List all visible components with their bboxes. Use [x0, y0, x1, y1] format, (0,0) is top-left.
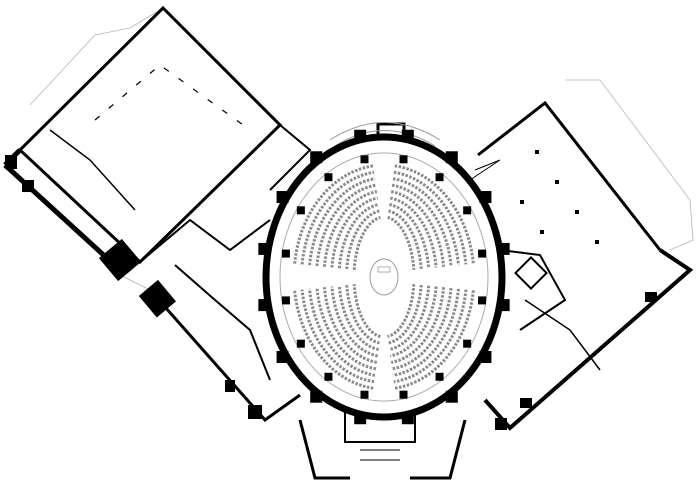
pier [324, 173, 333, 182]
pier [296, 339, 305, 348]
right-wing-columns [495, 150, 657, 430]
seat-row [388, 209, 423, 270]
left-wing-columns [5, 155, 262, 419]
seat-row [389, 196, 438, 268]
buttress [354, 129, 367, 142]
pier [435, 173, 444, 182]
buttress [276, 190, 289, 203]
seat-row [300, 289, 375, 384]
seat-row [330, 196, 379, 268]
seat-row [345, 284, 380, 345]
seat-row [390, 287, 446, 364]
pier [399, 390, 408, 399]
seat-row [352, 284, 381, 339]
seat-row [387, 215, 416, 270]
buttress [310, 390, 323, 403]
buttress [401, 129, 414, 142]
stage-table [377, 266, 391, 273]
seat-row [330, 286, 379, 358]
pier [463, 339, 472, 348]
seat-row [322, 287, 378, 364]
seat-row [387, 284, 416, 339]
auditorium-piers [258, 129, 510, 425]
pier [435, 372, 444, 381]
buttress [354, 412, 367, 425]
seat-row [390, 190, 446, 267]
entrance-block [298, 411, 467, 480]
seat-row [393, 289, 468, 384]
buttress [445, 390, 458, 403]
left-wing [3, 5, 312, 423]
buttress [401, 412, 414, 425]
pier [360, 390, 369, 399]
buttress [479, 190, 492, 203]
seat-row [392, 288, 460, 377]
pier [296, 206, 305, 215]
seat-row [393, 170, 468, 265]
seat-row [392, 177, 460, 266]
auditorium [258, 129, 510, 425]
buttress [445, 151, 458, 164]
seat-row [315, 287, 377, 371]
seat-row [337, 285, 379, 351]
buttress [310, 151, 323, 164]
buttress [258, 242, 271, 255]
seat-row [308, 288, 376, 377]
seat-row [315, 183, 377, 267]
seat-row [389, 286, 438, 358]
buttress [497, 299, 510, 312]
right-wing [469, 100, 694, 431]
pier [324, 372, 333, 381]
seating-rows [293, 164, 475, 390]
pier [360, 155, 369, 164]
pier [478, 296, 487, 305]
buttress [479, 351, 492, 364]
buttress [497, 242, 510, 255]
seat-row [337, 203, 379, 269]
pier [281, 249, 290, 258]
buttress [258, 299, 271, 312]
seat-row [391, 287, 453, 371]
pier [463, 206, 472, 215]
seat-row [352, 215, 381, 270]
seat-row [322, 190, 378, 267]
seat-row [389, 285, 431, 351]
seat-row [300, 170, 375, 265]
seat-row [345, 209, 380, 270]
auditorium-inner-ring [279, 152, 489, 402]
pier [399, 155, 408, 164]
seat-row [389, 203, 431, 269]
left-lower-strip [148, 289, 301, 423]
stage-center [369, 258, 399, 296]
seat-row [391, 183, 453, 267]
left-upper-hall [17, 5, 283, 265]
pier [478, 249, 487, 258]
seat-row [308, 177, 376, 266]
pier [281, 296, 290, 305]
seat-row [388, 284, 423, 345]
buttress [276, 351, 289, 364]
